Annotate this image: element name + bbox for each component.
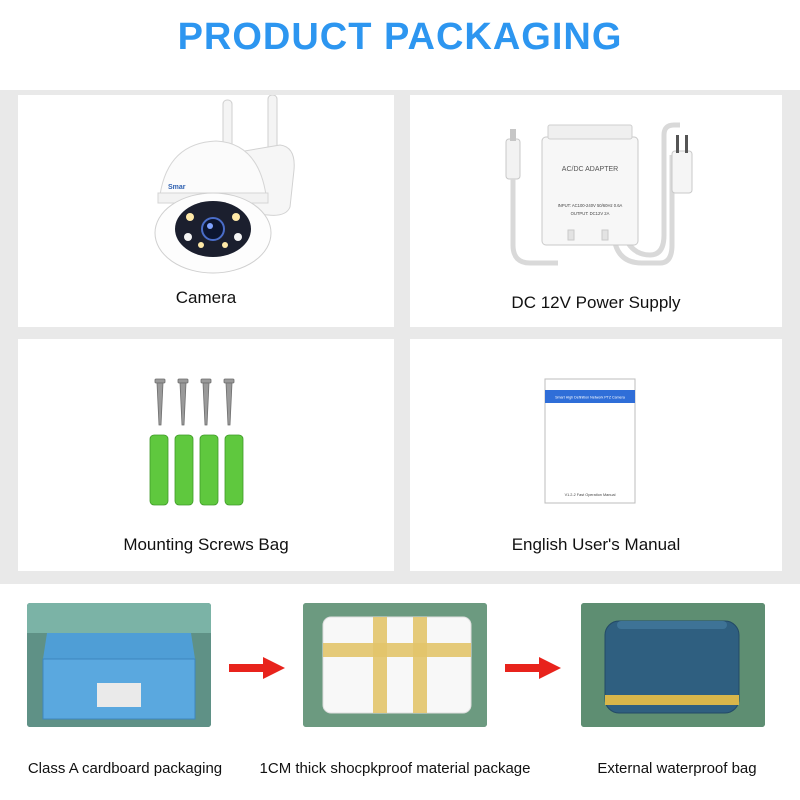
item-panel-screws: Mounting Screws Bag: [18, 339, 394, 571]
screws-anchors-icon: [149, 378, 244, 506]
cardboard-box-icon: [27, 603, 211, 727]
packaging-label-waterproof: External waterproof bag: [597, 760, 757, 777]
item-panel-manual: Smart High Definition Network PTZ Camera…: [410, 339, 782, 571]
packaging-label-foam: 1CM thick shocpkproof material package: [259, 760, 531, 777]
foam-wrapped-box-photo: [303, 603, 487, 727]
waterproof-bag-icon: [581, 603, 765, 727]
item-label-camera: Camera: [175, 288, 237, 307]
packaging-label-cardboard: Class A cardboard packaging: [27, 760, 223, 777]
adapter-title-text: AC/DC ADAPTER: [562, 166, 618, 173]
item-label-screws: Mounting Screws Bag: [123, 535, 289, 554]
adapter-input-text: INPUT: AC100-240V 50/60Hz 0.6A: [558, 203, 623, 208]
adapter-output-text: OUTPUT: DC12V 2A: [571, 211, 610, 216]
item-panel-power-supply: AC/DC ADAPTER INPUT: AC100-240V 50/60Hz …: [410, 95, 782, 327]
foam-package-icon: [303, 603, 487, 727]
arrow-right-icon: [229, 657, 285, 679]
manual-cover-footer: V1.2-2 Fast Operation Manual: [565, 493, 616, 497]
item-label-power-supply: DC 12V Power Supply: [511, 293, 681, 312]
cardboard-box-photo: [27, 603, 211, 727]
item-panel-camera: Smar Camera: [18, 95, 394, 327]
item-label-manual: English User's Manual: [511, 535, 681, 554]
power-adapter-icon: AC/DC ADAPTER INPUT: AC100-240V 50/60Hz …: [505, 122, 693, 266]
manual-cover-title: Smart High Definition Network PTZ Camera: [555, 396, 625, 400]
ptz-camera-icon: Smar: [154, 95, 295, 274]
header: PRODUCT PACKAGING: [0, 0, 800, 90]
arrow-right-icon: [505, 657, 561, 679]
camera-brand-text: Smar: [168, 184, 186, 191]
manual-booklet-icon: Smart High Definition Network PTZ Camera…: [544, 378, 636, 504]
waterproof-bag-photo: [581, 603, 765, 727]
page-title: PRODUCT PACKAGING: [177, 16, 623, 58]
